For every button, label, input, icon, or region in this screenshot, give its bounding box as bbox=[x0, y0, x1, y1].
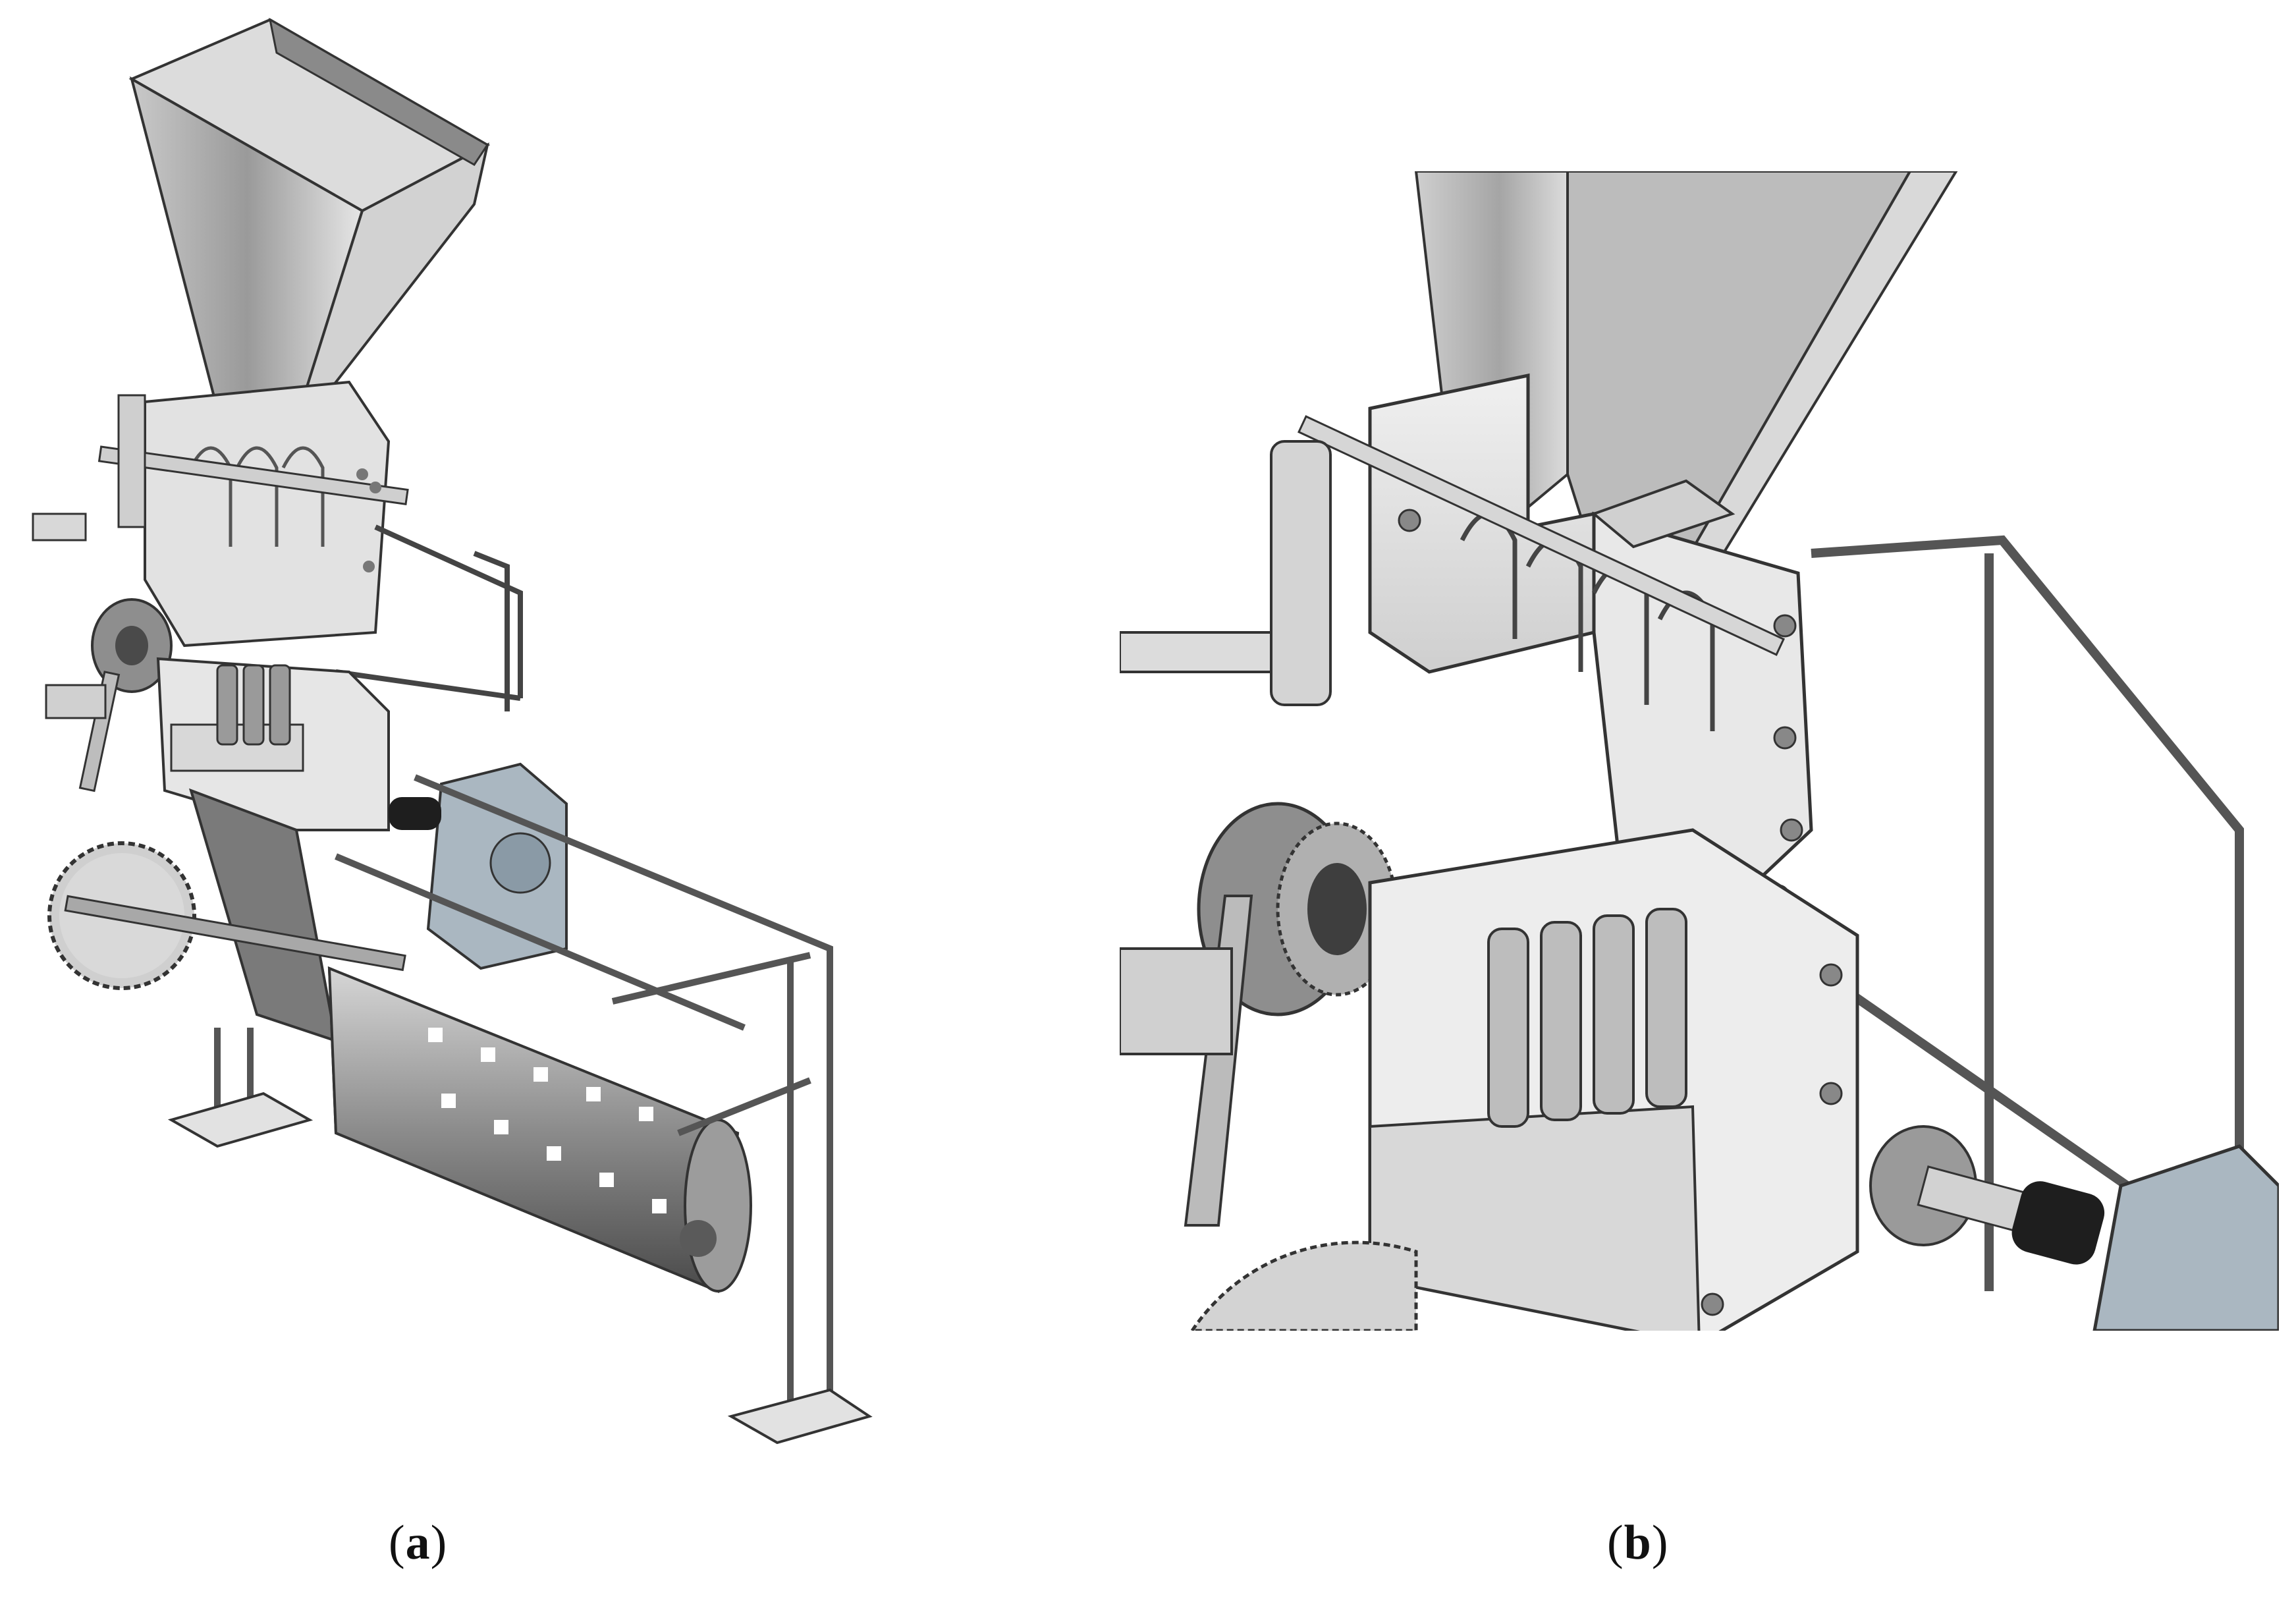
hopper bbox=[128, 18, 491, 443]
caption-close-paren: ) bbox=[430, 1516, 448, 1570]
crusher-box-detail bbox=[1368, 828, 1859, 1331]
feeder-housing-detail bbox=[1297, 373, 1813, 938]
machine-overview-render bbox=[20, 13, 876, 1476]
sprocket-detail bbox=[1120, 802, 1398, 1227]
upper-frame bbox=[335, 524, 523, 711]
drum-gear bbox=[47, 841, 406, 990]
gear-motor-detail bbox=[2092, 1144, 2279, 1331]
panel-caption-a: (a) bbox=[389, 1515, 447, 1571]
machine-detail-render bbox=[1120, 171, 2279, 1331]
caption-letter: b bbox=[1624, 1516, 1652, 1570]
chain-drive bbox=[45, 598, 173, 792]
panel-caption-b: (b) bbox=[1607, 1515, 1668, 1571]
feeder-housing bbox=[97, 380, 409, 648]
main-frame bbox=[214, 774, 833, 1410]
caption-open-paren: ( bbox=[389, 1516, 406, 1570]
gear-motor bbox=[389, 762, 568, 970]
feeder-wheel-detail bbox=[1120, 440, 1332, 706]
machine-detail-drawing bbox=[1120, 171, 2279, 1331]
machine-overview-drawing bbox=[32, 18, 873, 1445]
drum-gear-detail bbox=[1189, 1240, 1418, 1331]
caption-letter: a bbox=[405, 1516, 431, 1570]
caption-open-paren: ( bbox=[1607, 1516, 1624, 1570]
foot-plates bbox=[167, 1092, 873, 1445]
caption-close-paren: ) bbox=[1651, 1516, 1669, 1570]
drive-shaft-detail bbox=[1869, 1125, 2105, 1265]
feeder-pulley bbox=[32, 394, 146, 541]
crusher-box bbox=[156, 657, 390, 831]
